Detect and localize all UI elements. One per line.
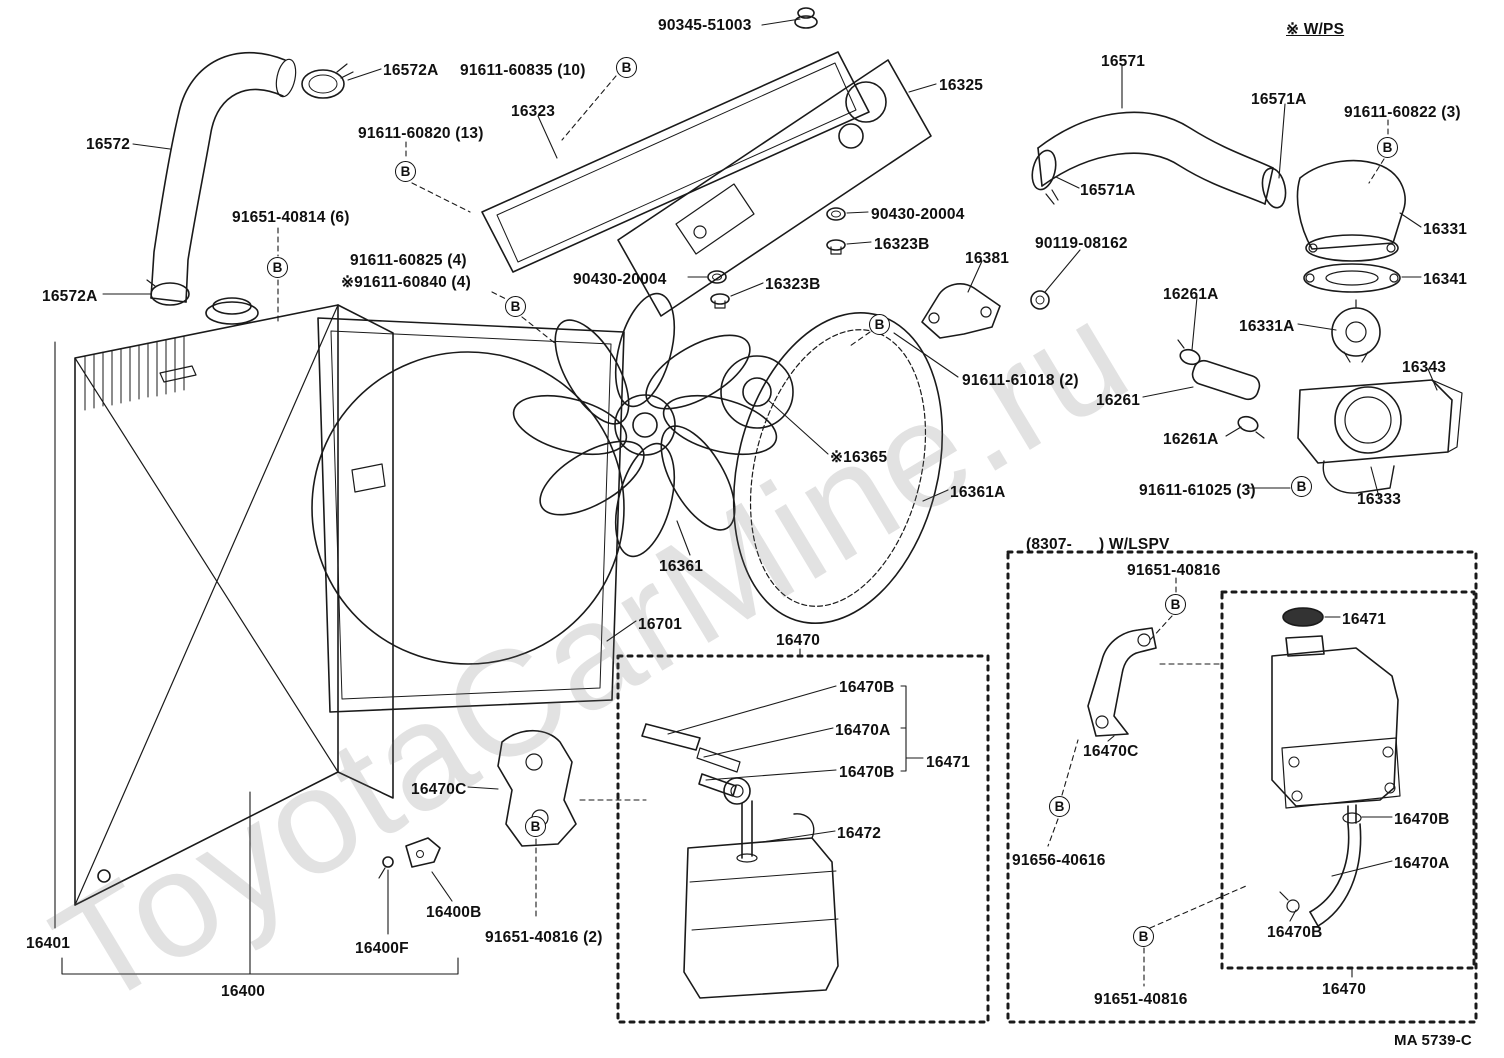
part-label-91651-40816-upper[interactable]: 91651-40816 xyxy=(1127,562,1221,579)
fastener-marker-b-2: B xyxy=(1377,137,1398,158)
part-label-16572[interactable]: 16572 xyxy=(86,136,131,153)
part-label-16400[interactable]: 16400 xyxy=(221,983,266,1000)
part-label-91611-60820[interactable]: 91611-60820 (13) xyxy=(358,125,484,142)
doc-code: MA 5739-C xyxy=(1394,1032,1472,1049)
part-label-16343[interactable]: 16343 xyxy=(1402,359,1447,376)
part-label-16261a-lower[interactable]: 16261A xyxy=(1163,431,1219,448)
part-label-16333[interactable]: 16333 xyxy=(1357,491,1402,508)
part-label-16365[interactable]: ※16365 xyxy=(830,449,888,466)
part-label-16471-right[interactable]: 16471 xyxy=(1342,611,1387,628)
note-wps: ※ W/PS xyxy=(1286,21,1345,38)
part-label-16323[interactable]: 16323 xyxy=(511,103,556,120)
part-label-16261a-upper[interactable]: 16261A xyxy=(1163,286,1219,303)
part-label-16472[interactable]: 16472 xyxy=(837,825,882,842)
part-label-16401[interactable]: 16401 xyxy=(26,935,71,952)
part-label-91651-40816-2[interactable]: 91651-40816 (2) xyxy=(485,929,603,946)
note-lspv: (8307- ) W/LSPV xyxy=(1026,536,1170,553)
part-label-16323b-upper[interactable]: 16323B xyxy=(874,236,930,253)
part-label-91611-60825[interactable]: 91611-60825 (4) xyxy=(350,252,467,269)
part-label-90430-20004-upper[interactable]: 90430-20004 xyxy=(871,206,965,223)
part-label-91611-61025[interactable]: 91611-61025 (3) xyxy=(1139,482,1256,499)
part-label-16470a-right[interactable]: 16470A xyxy=(1394,855,1450,872)
part-label-16470a-1[interactable]: 16470A xyxy=(835,722,891,739)
fastener-marker-b-9: B xyxy=(1049,796,1070,817)
part-label-16325[interactable]: 16325 xyxy=(939,77,984,94)
part-label-16381[interactable]: 16381 xyxy=(965,250,1010,267)
part-label-16470c-left[interactable]: 16470C xyxy=(411,781,467,798)
part-label-91651-40816-bottom[interactable]: 91651-40816 xyxy=(1094,991,1188,1008)
part-label-90119-08162[interactable]: 90119-08162 xyxy=(1035,235,1128,252)
fastener-marker-b-1: B xyxy=(616,57,637,78)
part-label-16571a-right[interactable]: 16571A xyxy=(1251,91,1307,108)
part-label-91651-40814[interactable]: 91651-40814 (6) xyxy=(232,209,350,226)
part-label-16331a[interactable]: 16331A xyxy=(1239,318,1295,335)
part-label-16470c-right[interactable]: 16470C xyxy=(1083,743,1139,760)
fastener-marker-b-7: B xyxy=(1291,476,1312,497)
part-label-91611-60822[interactable]: 91611-60822 (3) xyxy=(1344,104,1461,121)
part-label-90345-51003[interactable]: 90345-51003 xyxy=(658,17,752,34)
fastener-marker-b-4: B xyxy=(267,257,288,278)
fastener-marker-b-6: B xyxy=(869,314,890,335)
part-label-16701[interactable]: 16701 xyxy=(638,616,683,633)
part-label-16361[interactable]: 16361 xyxy=(659,558,704,575)
part-label-90430-20004-lower[interactable]: 90430-20004 xyxy=(573,271,667,288)
part-label-16572a-left[interactable]: 16572A xyxy=(42,288,98,305)
part-label-91611-60840[interactable]: ※91611-60840 (4) xyxy=(341,274,471,291)
part-label-91611-61018[interactable]: 91611-61018 (2) xyxy=(962,372,1079,389)
fastener-marker-b-11: B xyxy=(1133,926,1154,947)
part-label-16470-right[interactable]: 16470 xyxy=(1322,981,1367,998)
fastener-marker-b-10: B xyxy=(525,816,546,837)
part-label-16400f[interactable]: 16400F xyxy=(355,940,409,957)
part-label-91611-60835[interactable]: 91611-60835 (10) xyxy=(460,62,586,79)
part-label-16470-main[interactable]: 16470 xyxy=(776,632,821,649)
part-label-16323b-lower[interactable]: 16323B xyxy=(765,276,821,293)
part-label-16470b-bottom[interactable]: 16470B xyxy=(1267,924,1323,941)
part-label-16361a[interactable]: 16361A xyxy=(950,484,1006,501)
fastener-marker-b-8: B xyxy=(1165,594,1186,615)
part-label-16470b-2[interactable]: 16470B xyxy=(839,764,895,781)
part-label-16261[interactable]: 16261 xyxy=(1096,392,1141,409)
part-label-16571a-mid[interactable]: 16571A xyxy=(1080,182,1136,199)
part-label-16471-main[interactable]: 16471 xyxy=(926,754,971,771)
fastener-marker-b-3: B xyxy=(395,161,416,182)
part-label-16470b-right[interactable]: 16470B xyxy=(1394,811,1450,828)
part-label-16572a-top[interactable]: 16572A xyxy=(383,62,439,79)
part-label-16341[interactable]: 16341 xyxy=(1423,271,1468,288)
part-label-16470b-1[interactable]: 16470B xyxy=(839,679,895,696)
fastener-marker-b-5: B xyxy=(505,296,526,317)
part-label-16400b[interactable]: 16400B xyxy=(426,904,482,921)
part-label-16571[interactable]: 16571 xyxy=(1101,53,1146,70)
part-label-16331[interactable]: 16331 xyxy=(1423,221,1468,238)
part-label-91656-40616[interactable]: 91656-40616 xyxy=(1012,852,1106,869)
